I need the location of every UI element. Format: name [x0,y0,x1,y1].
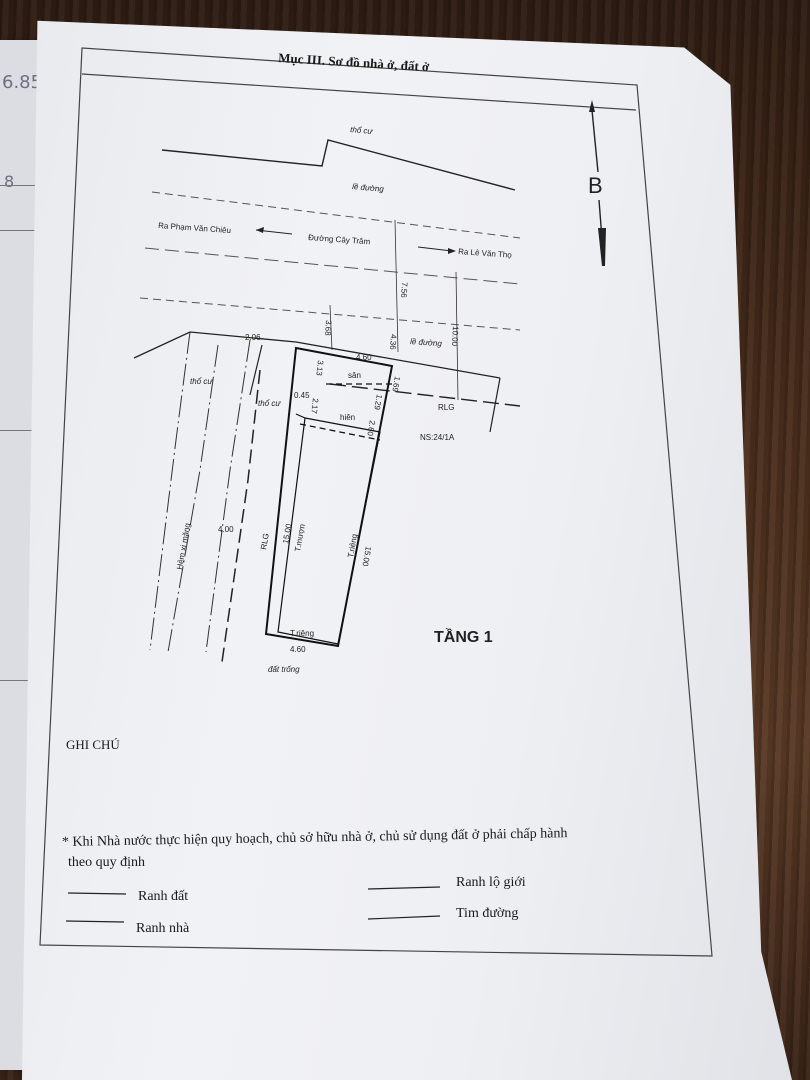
north-arrow [589,100,606,266]
dim-1000: 10.00 [450,326,460,347]
road-center-line [144,247,521,285]
right-neighbor-line [489,377,501,433]
front-boundary [133,331,501,379]
dim-217: 2.17 [309,398,320,415]
arrow-right-icon [417,246,456,254]
legend-tim-duong: Tim đường [456,906,518,921]
north-label: B [588,173,603,198]
legend-line-ranh-lo-gioi [367,886,441,890]
dim-400: 4.00 [218,525,234,534]
label-tho-cu-top: thổ cư [350,125,374,136]
dim-1500-left: 15.00 [281,523,293,545]
label-hem-xi-mang: Hẻm xi măng [175,522,192,570]
dim-260: 2.60 [365,420,377,437]
porch-divider [299,423,381,441]
previous-page-mark: 8 [4,172,15,191]
alley-left-edge [149,331,191,651]
dim-460-top: 4.60 [356,353,372,362]
label-t-rieng-side: T.riêng [346,533,359,558]
label-dat-trong: đất trống [268,665,300,674]
form-frame [39,47,713,957]
dim-460-bottom: 4.60 [290,645,306,654]
dimension-line-368 [329,304,333,351]
label-le-duong-right: lề đường [410,337,443,348]
notes-line-2: theo quy định [68,855,145,870]
label-to-le-van-tho: Ra Lê Văn Thọ [458,247,513,260]
legend-line-tim-duong [367,915,441,920]
section-title: Mục III. Sơ đồ nhà ở, đất ở [278,50,431,74]
label-tho-cu-inner: thổ cư [258,399,281,408]
porch-notch [295,413,306,419]
road-edge-line [151,191,521,239]
header-divider [81,73,637,111]
label-duong-cay-tram: Đường Cây Trâm [308,233,371,246]
legend-ranh-lo-gioi: Ranh lộ giới [456,875,526,890]
label-to-pham-van-chieu: Ra Phạm Văn Chiêu [158,221,231,235]
dim-169: 1.69 [390,376,402,393]
label-floor: TẦNG 1 [434,627,493,646]
document-page [22,20,792,1080]
label-t-muon: T.mượn [293,523,307,552]
dimension-line-1000 [455,271,459,401]
dim-756: 7.56 [399,282,409,299]
dim-313: 3.13 [314,360,325,377]
dim-1500-right: 15.00 [360,546,372,568]
dim-206: 2.06 [245,333,261,342]
alley-right-edge [205,339,251,653]
road-boundary-rlg [329,383,521,407]
notes-line-1: * Khi Nhà nước thực hiện quy hoạch, chủ … [62,826,568,850]
legend-line-ranh-nha [65,920,125,923]
previous-page-scribble: 6.85 [2,72,43,93]
legend-line-ranh-dat [67,892,127,895]
dim-129: 1.29 [372,394,384,411]
label-san: sân [348,371,361,380]
alley-center-line [167,344,219,653]
dim-368: 3.68 [323,320,333,337]
label-le-duong-top: lề đường [352,182,385,194]
top-lot-boundary [161,139,516,191]
left-neighbor-line [249,344,263,396]
dim-045: 0.45 [294,391,310,400]
dimension-line-436 [394,219,399,353]
label-tho-cu-left: thổ cư [190,377,213,386]
label-rlg-left: RLG [259,533,271,551]
road-boundary-rlg-left [221,369,261,663]
label-hien: hiên [340,413,355,422]
label-house-number: NS:24/1A [420,433,455,442]
dim-436: 4.36 [388,334,398,351]
arrow-left-icon [255,227,293,235]
house-boundary [277,417,381,645]
notes-heading: GHI CHÚ [66,737,120,752]
legend-ranh-dat: Ranh đất [138,889,188,904]
legend-ranh-nha: Ranh nhà [136,921,190,936]
label-rlg-right: RLG [438,403,454,412]
label-t-rieng-bottom: T.riêng [290,629,314,638]
lot-boundary [264,346,394,648]
